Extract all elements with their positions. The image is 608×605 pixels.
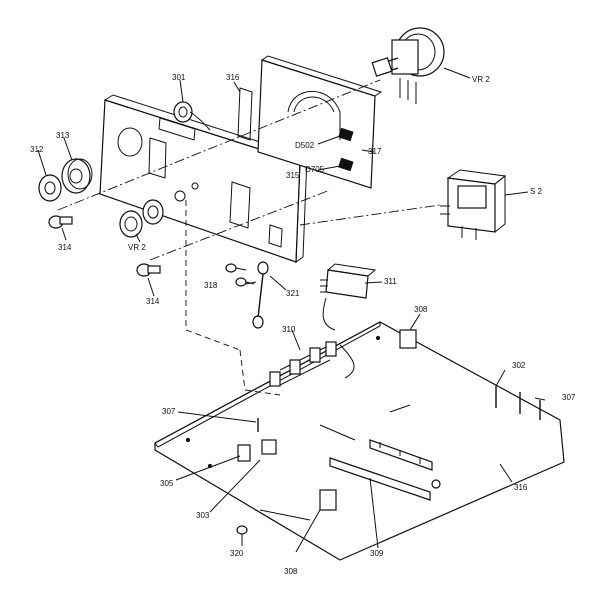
leader-lines xyxy=(37,79,546,553)
label-311: 311 xyxy=(384,277,397,286)
label-318: 318 xyxy=(204,281,218,290)
nut-vr2 xyxy=(119,199,164,238)
label-316-bottom: 316 xyxy=(514,483,528,492)
alignment-lines xyxy=(57,79,441,396)
potentiometer-vr2-top xyxy=(371,27,471,104)
label-317: 317 xyxy=(368,147,382,156)
label-321: 321 xyxy=(286,289,300,298)
label-302: 302 xyxy=(512,361,526,370)
main-circuit-board xyxy=(154,321,565,561)
label-310: 310 xyxy=(282,325,296,334)
label-315: 315 xyxy=(286,171,300,180)
rear-mounting-plate xyxy=(237,55,383,189)
ground-lead-321 xyxy=(252,261,269,329)
screw-314-bottom xyxy=(136,263,161,277)
label-307-right: 307 xyxy=(562,393,576,402)
label-313: 313 xyxy=(56,131,70,140)
knob-312 xyxy=(38,174,62,202)
screw-320 xyxy=(236,525,248,546)
connector-311 xyxy=(320,263,377,331)
label-s2: S 2 xyxy=(530,187,543,196)
label-312: 312 xyxy=(30,145,44,154)
label-308-top: 308 xyxy=(414,305,428,314)
label-305: 305 xyxy=(160,479,174,488)
label-vr2-bottom: VR 2 xyxy=(128,243,146,252)
label-320: 320 xyxy=(230,549,244,558)
label-314-bottom: 314 xyxy=(146,297,160,306)
label-301: 301 xyxy=(172,73,186,82)
label-308-bottom: 308 xyxy=(284,567,298,576)
label-316-top: 316 xyxy=(226,73,240,82)
label-303: 303 xyxy=(196,511,210,520)
pulley-313 xyxy=(61,158,93,194)
label-vr2-top: VR 2 xyxy=(472,75,490,84)
label-307-left: 307 xyxy=(162,407,176,416)
label-d502: D502 xyxy=(295,141,315,150)
slide-switch-s2 xyxy=(440,169,529,240)
label-314-top: 314 xyxy=(58,243,72,252)
screw-314-top xyxy=(48,215,73,229)
screws-318 xyxy=(225,263,255,287)
label-d705: D705 xyxy=(305,165,325,174)
label-309: 309 xyxy=(370,549,384,558)
